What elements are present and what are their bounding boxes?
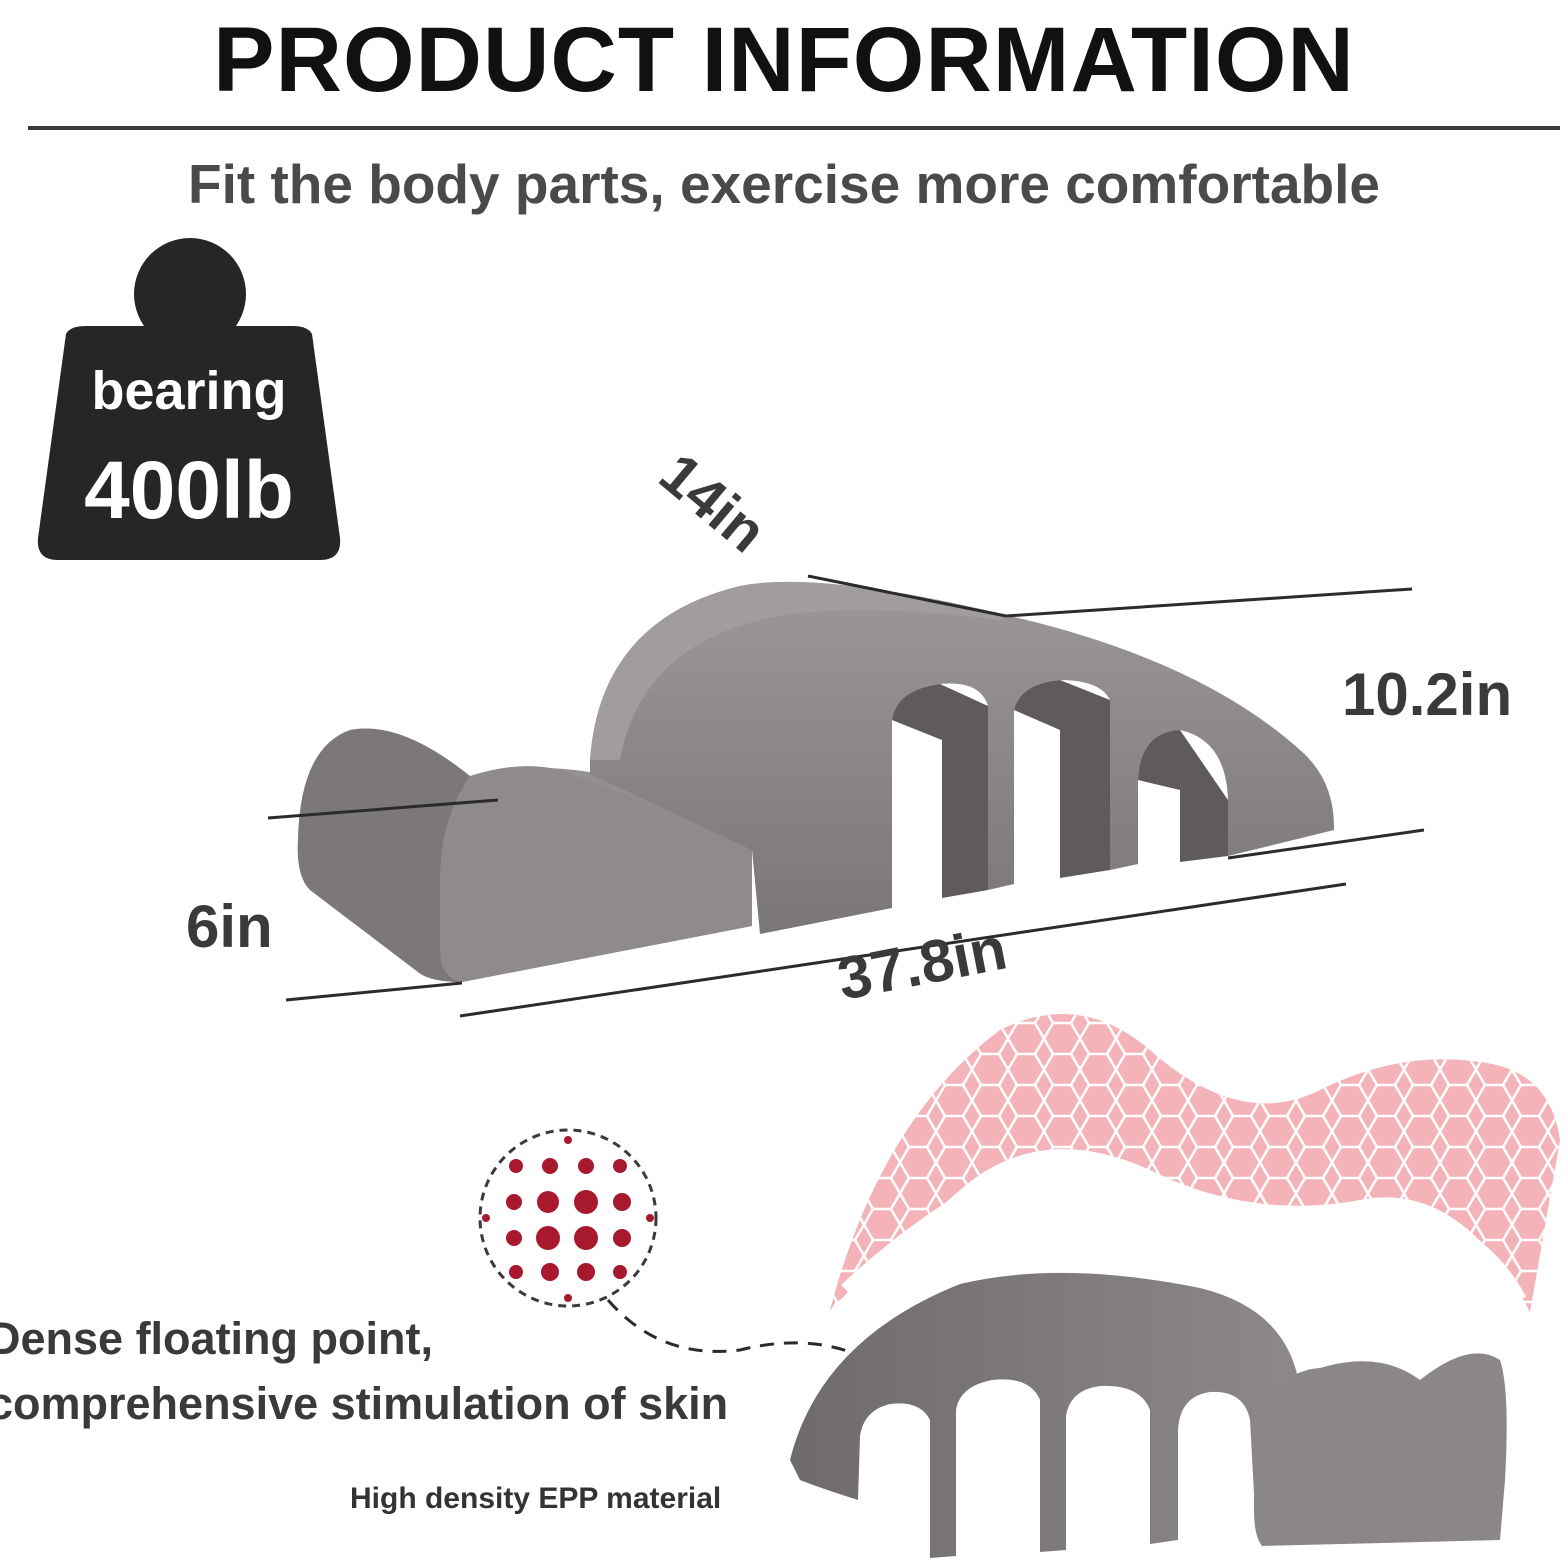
weight-badge: bearing 400lb <box>36 238 342 560</box>
dimension-width: 6in <box>186 893 273 960</box>
honeycomb-spine-graphic <box>830 1014 1560 1312</box>
page-subtitle: Fit the body parts, exercise more comfor… <box>187 153 1380 215</box>
dimension-lines <box>267 574 1425 1018</box>
weight-value: 400lb <box>84 445 294 536</box>
title-divider <box>28 126 1560 130</box>
dimension-height: 10.2in <box>1342 661 1513 728</box>
feature-caption-line2: comprehensive stimulation of skin <box>0 1378 729 1429</box>
material-label: High density EPP material <box>350 1482 722 1515</box>
weight-icon <box>37 238 341 560</box>
spine-arch-block <box>590 581 1335 934</box>
dense-dots-circle <box>478 1128 658 1308</box>
weight-label: bearing <box>91 361 287 421</box>
connector-dashed-line <box>606 1299 881 1368</box>
feature-caption-line1: Dense floating point, <box>0 1313 433 1364</box>
small-arch-block <box>790 1272 1507 1558</box>
page-title: PRODUCT INFORMATION <box>213 9 1355 111</box>
